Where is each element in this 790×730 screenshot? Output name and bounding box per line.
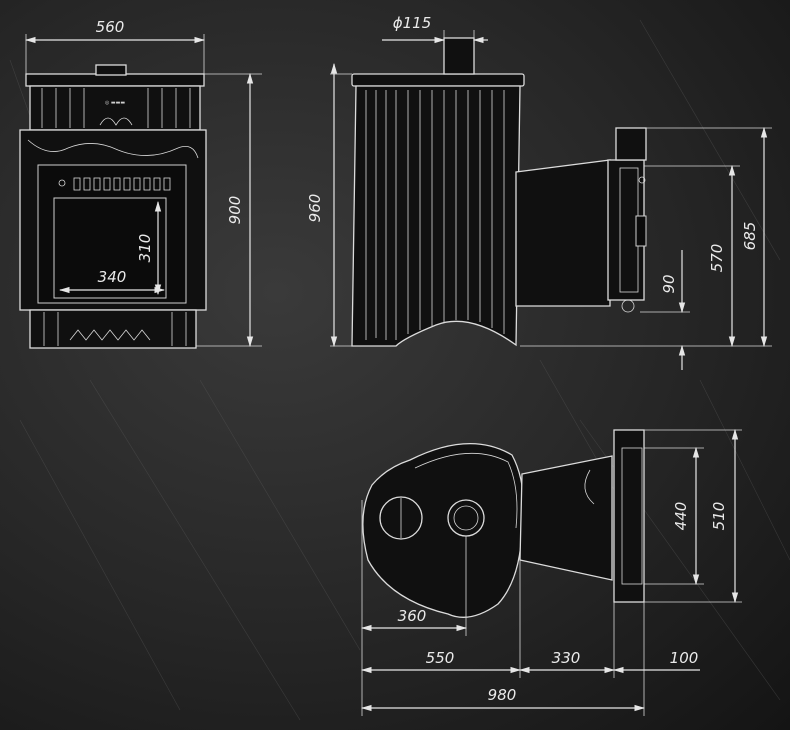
- side-tank-top: [615, 127, 647, 161]
- side-view: [351, 37, 647, 347]
- brand-mark: ◎ ▬▬▬: [105, 100, 125, 106]
- dim-front-width: 560: [96, 18, 125, 36]
- side-top-plate: [351, 73, 525, 87]
- dim-tank-height: 685: [741, 222, 759, 251]
- front-ornament: [99, 117, 133, 126]
- plan-chimney-inner: [453, 505, 479, 531]
- dim-chimney-diameter: ϕ115: [393, 14, 432, 32]
- chalkboard-texture: [9, 19, 790, 721]
- plan-tunnel: [519, 455, 613, 581]
- dim-front-height: 900: [226, 196, 244, 225]
- front-chimney-collar: [95, 64, 127, 76]
- side-dimensions: 960 ϕ115 685 570 90: [306, 14, 772, 370]
- plan-body: [362, 442, 525, 618]
- side-tank-foot: [621, 299, 635, 313]
- side-ribs: [365, 90, 505, 340]
- plan-dimensions: 510 440 360 550 330 100 980: [360, 428, 742, 716]
- side-tank-handle: [635, 215, 647, 247]
- side-tunnel: [515, 159, 611, 307]
- front-dimensions: 560 900 340 310: [24, 18, 262, 348]
- door-vents: [73, 177, 171, 191]
- dim-plan-body-depth: 550: [426, 649, 455, 667]
- side-main-body: [351, 85, 521, 347]
- plan-view: [362, 429, 645, 618]
- door-glass: [53, 197, 167, 299]
- dim-door-width: 340: [98, 268, 127, 286]
- dim-tank-body-height: 570: [708, 244, 726, 273]
- dim-tank-width: 510: [710, 502, 728, 531]
- dim-door-height: 310: [136, 234, 154, 263]
- front-ash-pan: [29, 309, 197, 349]
- front-view: ◎ ▬▬▬: [19, 64, 207, 349]
- dim-plan-tank-depth: 100: [670, 649, 699, 667]
- dim-plan-chimney-offset: 360: [398, 607, 427, 625]
- door-knob-icon: [58, 179, 66, 187]
- plan-tank: [613, 429, 645, 603]
- front-top-plate: [25, 73, 205, 87]
- dim-plan-tunnel: 330: [552, 649, 581, 667]
- side-chimney: [443, 37, 475, 75]
- dim-side-height: 960: [306, 194, 324, 223]
- plan-chimney-outer: [447, 499, 485, 537]
- front-scroll-decor: [27, 139, 199, 159]
- dim-tank-inner-width: 440: [672, 502, 690, 531]
- dim-tank-offset: 90: [660, 274, 678, 293]
- dim-plan-total: 980: [488, 686, 517, 704]
